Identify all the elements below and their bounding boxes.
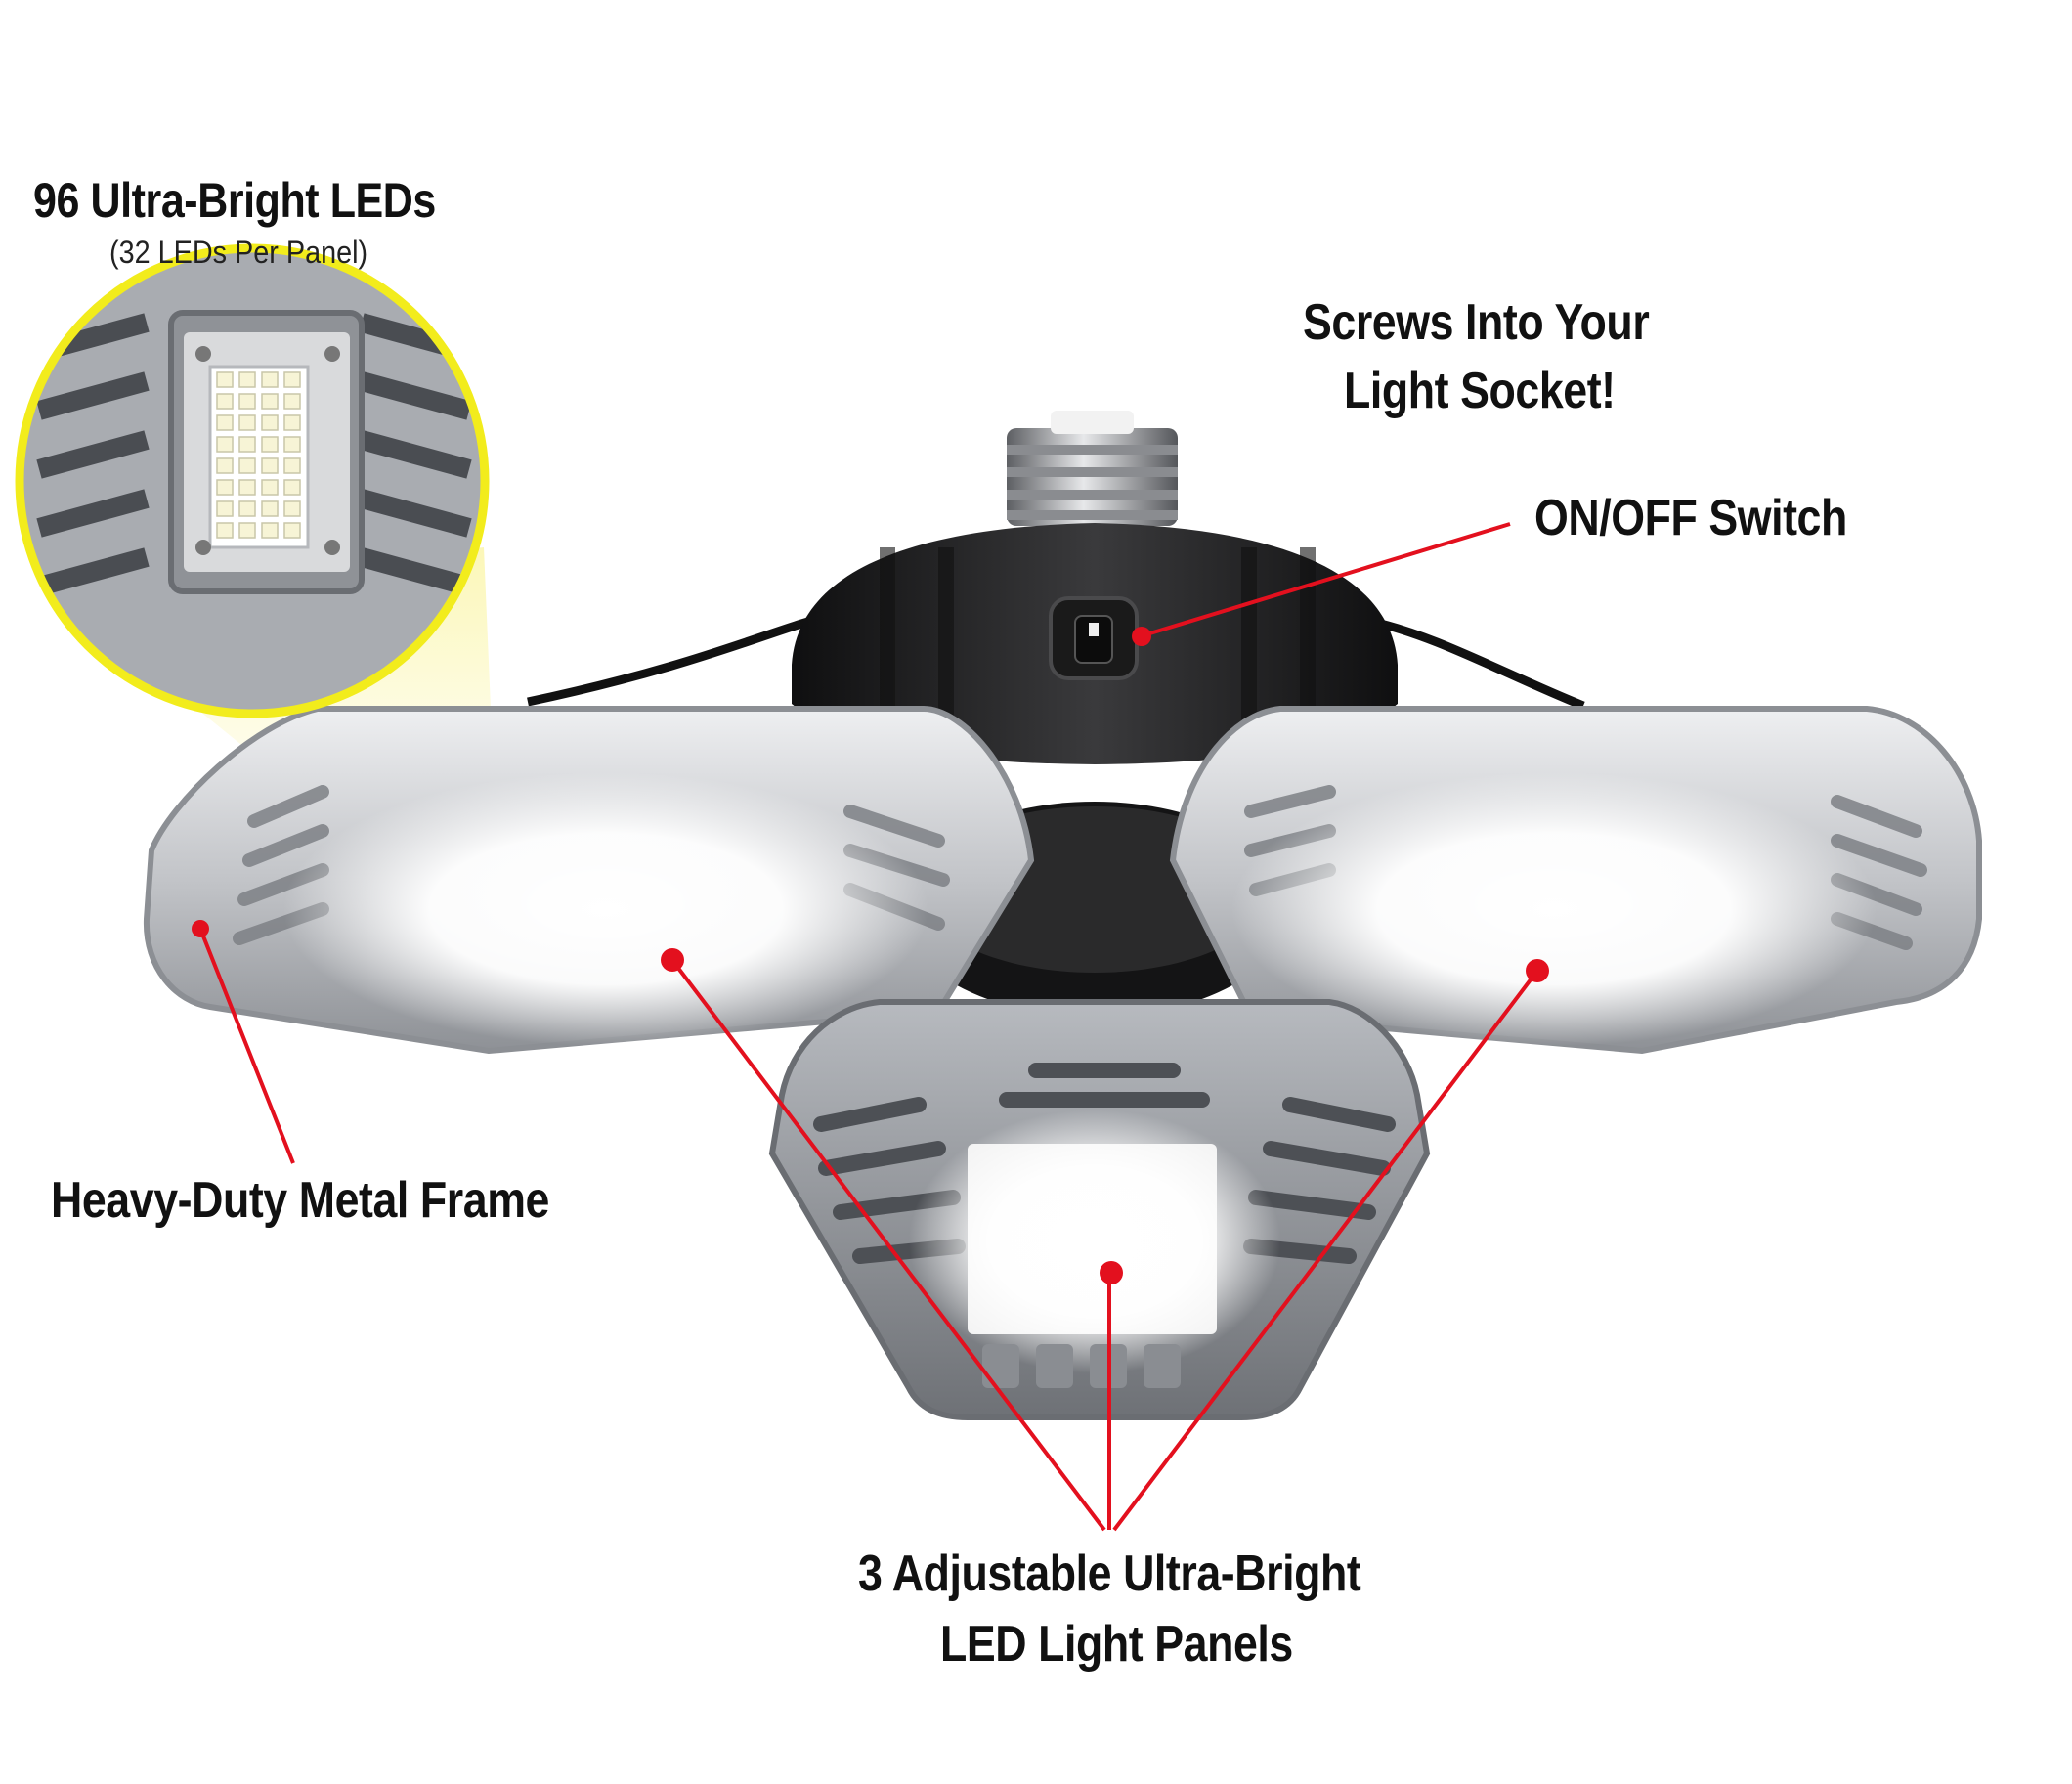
led-chip (216, 436, 234, 453)
panels-callout-line-right (1112, 969, 1539, 1532)
led-chip (216, 457, 234, 474)
led-chip (283, 479, 301, 496)
led-chip (238, 457, 256, 474)
switch-callout-label: ON/OFF Switch (1534, 490, 1847, 546)
led-chip (216, 371, 234, 388)
led-chip (238, 393, 256, 410)
led-chip (261, 479, 279, 496)
led-chip (283, 414, 301, 431)
led-chip (261, 371, 279, 388)
power-switch (1049, 596, 1139, 680)
panels-callout-line1: 3 Adjustable Ultra-Bright (858, 1545, 1361, 1602)
led-chip (238, 479, 256, 496)
led-chip (283, 522, 301, 539)
led-chip (216, 522, 234, 539)
left-led-panel (143, 706, 1035, 1055)
left-cable (527, 611, 832, 707)
switch-callout-dot (1132, 627, 1151, 646)
lamp-housing (792, 523, 1398, 1017)
led-chip (238, 371, 256, 388)
led-chip (261, 414, 279, 431)
led-chip (283, 393, 301, 410)
socket-callout-line1: Screws Into Your (1303, 294, 1650, 351)
frame-callout-label: Heavy-Duty Metal Frame (51, 1172, 549, 1229)
right-led-panel (1169, 706, 1982, 1055)
panels-callout-line2: LED Light Panels (940, 1616, 1293, 1673)
callout-dots (192, 627, 1549, 1284)
led-chip (216, 414, 234, 431)
led-chip (216, 393, 234, 410)
led-chip (261, 500, 279, 517)
bottom-led-panel (768, 999, 1431, 1420)
led-chip (238, 436, 256, 453)
led-chip (283, 500, 301, 517)
left-panel-callout-dot (661, 948, 684, 972)
leds-callout-title: 96 Ultra-Bright LEDs (33, 173, 436, 228)
led-zoom-inset (15, 243, 490, 718)
bottom-panel-callout-dot (1100, 1261, 1123, 1284)
right-panel-callout-dot (1526, 959, 1549, 982)
led-chip (261, 436, 279, 453)
led-chip (238, 500, 256, 517)
led-chip (283, 436, 301, 453)
led-chip (216, 500, 234, 517)
frame-callout-dot (192, 920, 209, 937)
socket-callout-line2: Light Socket! (1344, 363, 1616, 419)
led-chip (261, 457, 279, 474)
leds-callout-subtitle: (32 LEDs Per Panel) (109, 235, 368, 270)
led-chip (238, 414, 256, 431)
frame-callout-line (198, 928, 295, 1164)
led-chip (283, 457, 301, 474)
panels-callout-line-left (672, 961, 1106, 1532)
led-chip (283, 371, 301, 388)
callout-lines (198, 522, 1539, 1532)
led-chip (216, 479, 234, 496)
switch-callout-line (1143, 522, 1511, 637)
led-chip (261, 522, 279, 539)
right-cable (1367, 616, 1585, 711)
led-chip (238, 522, 256, 539)
screw-base (1007, 411, 1178, 526)
led-chip (261, 393, 279, 410)
